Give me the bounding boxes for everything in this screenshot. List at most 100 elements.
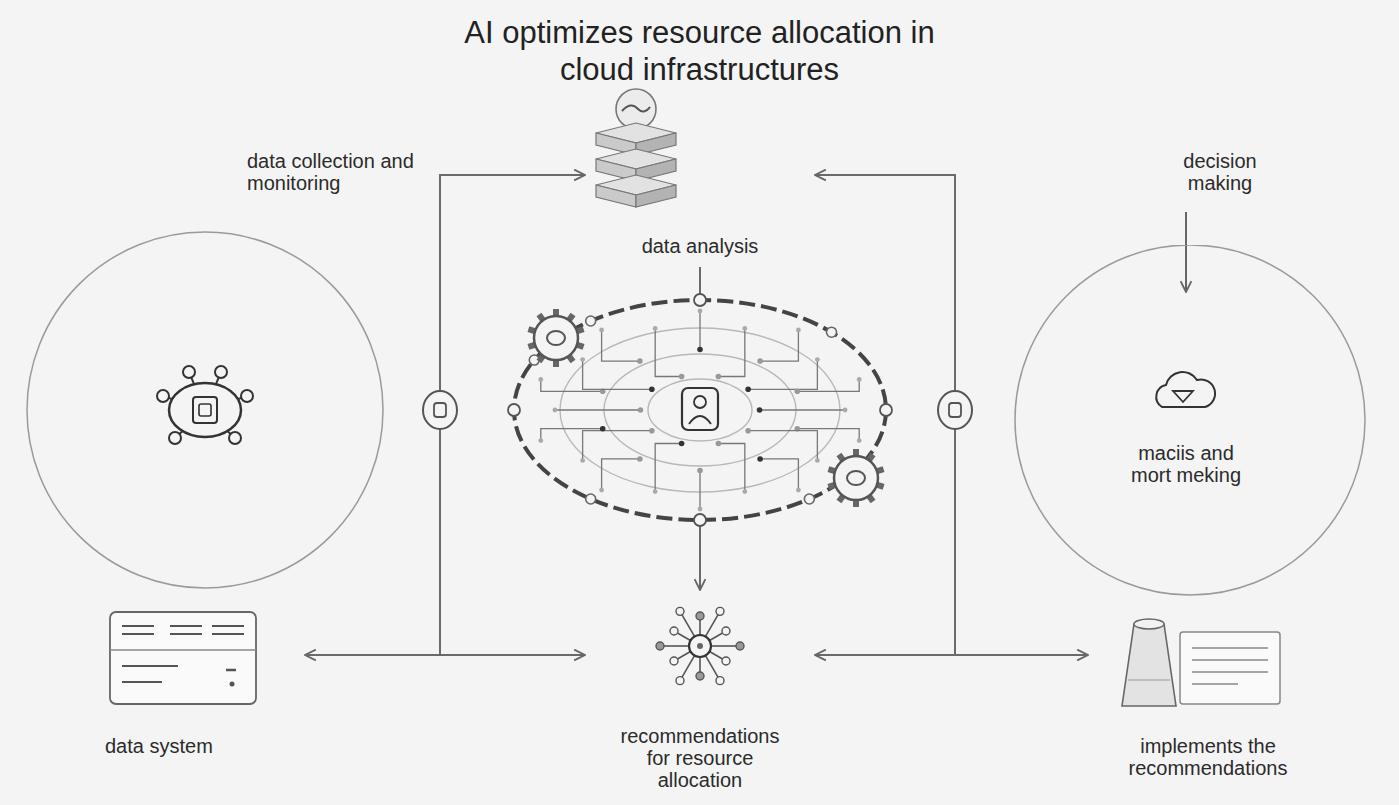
hub-icon	[650, 598, 750, 694]
system-node: data system	[95, 605, 305, 763]
drawn-path	[760, 409, 846, 410]
drawn-path	[760, 330, 798, 361]
node-heading: decision making	[1160, 150, 1280, 194]
drawn-polygon	[636, 185, 676, 207]
drawn-circle	[553, 408, 558, 413]
drawn-circle	[796, 488, 801, 493]
drawn-circle	[796, 328, 801, 333]
action-node: implements the recommendations	[1088, 605, 1328, 785]
drawn-circle	[722, 657, 730, 665]
drawn-circle	[857, 377, 862, 382]
drawn-line	[170, 625, 202, 627]
drawn-circle	[694, 294, 706, 306]
drawn-circle	[169, 432, 181, 444]
flow-arrow	[1185, 212, 1187, 292]
drawn-circle	[757, 358, 763, 364]
drawn-circle	[670, 627, 678, 635]
drawn-circle	[229, 432, 241, 444]
process-node: data analysis	[585, 85, 815, 263]
drawn-circle	[679, 441, 685, 447]
drawn-path	[1173, 391, 1193, 402]
drawn-circle	[1015, 245, 1365, 595]
drawn-ellipse	[847, 471, 865, 485]
drawn-circle	[656, 642, 664, 650]
drawn-line	[212, 625, 244, 627]
drawn-line	[170, 633, 202, 635]
gear-symbol	[827, 449, 884, 507]
node-label: implements the recommendations	[1108, 735, 1308, 779]
drawn-circle	[745, 428, 751, 434]
drawn-circle	[697, 643, 703, 649]
drawn-circle	[716, 374, 722, 380]
drawn-circle	[815, 458, 820, 463]
drawn-circle	[804, 494, 814, 504]
link-connector-symbol	[938, 391, 972, 429]
drawn-circle	[534, 316, 578, 360]
drawn-circle	[679, 374, 685, 380]
drawn-circle	[697, 347, 703, 353]
drawn-circle	[696, 672, 704, 680]
drawn-line	[122, 681, 162, 683]
drawn-circle	[653, 489, 658, 494]
drawn-line	[1192, 683, 1238, 685]
drawn-circle	[827, 327, 837, 337]
drawn-path	[655, 328, 681, 376]
drawn-path	[760, 459, 798, 490]
drawn-path	[699, 311, 700, 350]
drawn-line	[1192, 671, 1268, 673]
drawn-rect	[193, 397, 217, 423]
drawn-path	[689, 416, 711, 424]
drawn-circle	[670, 657, 678, 665]
drawn-path	[718, 443, 744, 491]
drawn-ellipse	[648, 379, 752, 441]
drawn-ellipse	[514, 300, 886, 520]
drawn-path	[699, 471, 700, 510]
neural-network-illustration	[508, 294, 892, 526]
drawn-circle	[600, 426, 606, 432]
drawn-circle	[538, 438, 543, 443]
drawn-ellipse	[547, 331, 565, 345]
drawn-rect	[199, 404, 211, 416]
node-label: data collection and monitoring	[247, 150, 417, 194]
drawn-ellipse	[938, 391, 972, 429]
drawn-circle	[716, 677, 724, 685]
drawn-circle	[794, 389, 800, 395]
drawn-circle	[637, 456, 643, 462]
drawn-ellipse	[1134, 619, 1164, 629]
drawn-circle	[230, 682, 235, 687]
drawn-rect	[434, 403, 446, 417]
drawn-circle	[637, 358, 643, 364]
drawn-line	[212, 633, 244, 635]
drawn-circle	[580, 357, 585, 362]
drawn-path	[748, 431, 817, 461]
drawn-rect	[110, 612, 256, 704]
drawn-circle	[815, 357, 820, 362]
drawn-circle	[580, 458, 585, 463]
drawn-circle	[638, 407, 644, 413]
drawn-circle	[757, 456, 763, 462]
drawn-line	[1192, 659, 1268, 661]
circle-node: data collection and monitoring	[25, 150, 417, 590]
drawn-circle	[880, 404, 892, 416]
drawn-circle	[241, 390, 253, 402]
drawn-circle	[586, 316, 596, 326]
diagram-title: AI optimizes resource allocation in clou…	[440, 14, 960, 88]
drawn-circle	[745, 387, 751, 393]
drawn-line	[1128, 679, 1170, 680]
drawn-circle	[697, 468, 703, 474]
drawn-circle	[538, 377, 543, 382]
drawn-circle	[649, 428, 655, 434]
drawn-circle	[27, 232, 383, 588]
drawn-circle	[722, 627, 730, 635]
drawn-circle	[157, 390, 169, 402]
database-stack-icon	[591, 85, 681, 215]
drawn-rect	[949, 403, 961, 417]
output-node: recommendations for resource allocation	[585, 590, 815, 797]
drawn-circle	[586, 494, 596, 504]
drawn-circle	[716, 607, 724, 615]
drawn-circle	[599, 488, 604, 493]
drawn-path	[602, 459, 640, 490]
drawn-circle	[183, 366, 195, 378]
drawn-path	[797, 379, 859, 391]
